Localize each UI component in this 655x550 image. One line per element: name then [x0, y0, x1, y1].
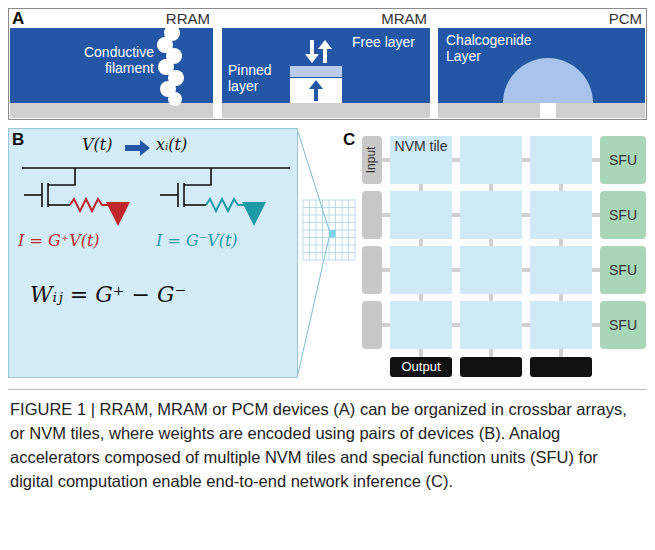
box-label: Output	[401, 360, 440, 375]
signal-name: xᵢ(t)	[156, 136, 187, 154]
panel-letter: C	[343, 130, 355, 150]
panel-b: B V(t) xᵢ(t) I = G⁺V(t) I = G⁻V(t) Wᵢⱼ = G⁺ −…	[8, 128, 298, 378]
nvm-tile: NVM tile	[390, 136, 452, 184]
mram-panel: MRAM Pinned layer Free layer	[222, 9, 430, 118]
part-label: Free layer	[352, 34, 422, 50]
panel-b-ground	[9, 129, 298, 378]
zoom-grid	[298, 132, 355, 374]
box-label: NVM tile	[392, 138, 450, 154]
pcm-device	[438, 28, 645, 118]
tile-grid	[362, 136, 622, 377]
device-name: PCM	[560, 10, 642, 27]
box-label: SFU	[609, 152, 637, 168]
device-name: RRAM	[120, 10, 210, 27]
rram-panel: RRAM Conductive filament	[10, 9, 213, 118]
part-label: Chalcogenide Layer	[446, 32, 566, 64]
part-label: Conductive filament	[70, 44, 154, 76]
weight-equation: Wᵢⱼ = G⁺ − G⁻	[30, 282, 186, 307]
panel-c: C Input NVM tileSFU SFU SFU SFU Output	[340, 128, 647, 380]
rram-device	[10, 25, 213, 118]
sfu-box: SFU	[600, 136, 646, 184]
panel-letter: B	[12, 130, 24, 150]
caption-rule	[8, 389, 647, 390]
current-equation: I = G⁻V(t)	[156, 232, 238, 250]
pcm-panel: PCM Chalcogenide Layer	[438, 9, 645, 118]
figure-caption: FIGURE 1 | RRAM, MRAM or PCM devices (A)…	[10, 397, 645, 493]
box-label: SFU	[609, 262, 637, 278]
current-equation: I = G⁺V(t)	[18, 232, 100, 250]
box-label: SFU	[609, 207, 637, 223]
box-label: Input	[365, 147, 379, 174]
sfu-box: SFU	[600, 301, 646, 349]
output-box: Output	[390, 357, 452, 377]
device-name: MRAM	[340, 10, 427, 27]
panel-frame	[9, 9, 647, 120]
sfu-box: SFU	[600, 246, 646, 294]
sfu-box: SFU	[600, 191, 646, 239]
part-label: Pinned layer	[228, 62, 286, 94]
panel-letter: A	[12, 9, 24, 29]
panel-a: A RRAM Conductive filament MRAM Pinned layer…	[8, 8, 647, 120]
mram-device	[222, 28, 430, 118]
input-box: Input	[362, 136, 382, 184]
box-label: SFU	[609, 317, 637, 333]
signal-name: V(t)	[82, 136, 112, 154]
